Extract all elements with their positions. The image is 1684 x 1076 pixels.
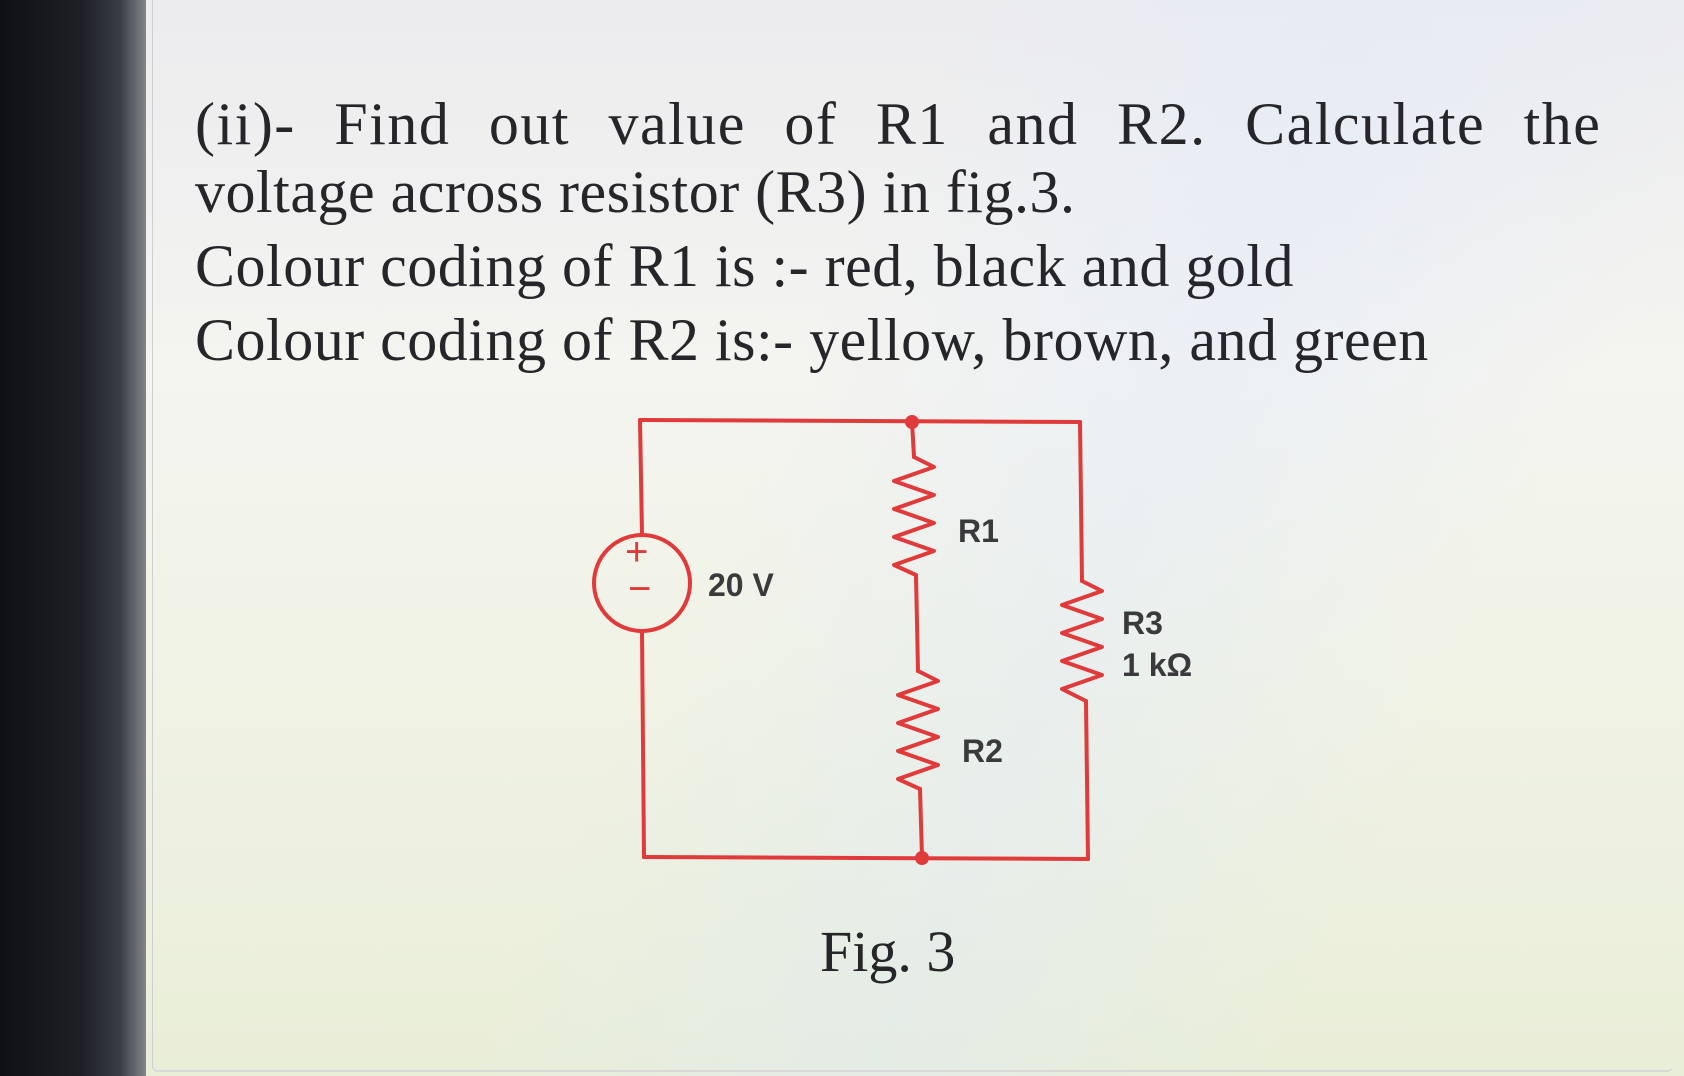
circuit-figure: + − 20 V R1 R2 R3 1 kΩ	[560, 395, 1260, 995]
r3-zigzag	[1060, 579, 1104, 703]
r2-label: R2	[962, 733, 1003, 769]
monitor-bezel	[0, 0, 150, 1076]
r1-zigzag	[892, 455, 936, 577]
source-voltage-label: 20 V	[708, 567, 774, 603]
document-card	[152, 0, 1673, 1072]
junction-top	[905, 415, 919, 429]
screen	[146, 0, 1684, 1076]
source-minus-sign: −	[628, 567, 652, 611]
junction-bottom	[915, 851, 929, 865]
r3-value: 1 kΩ	[1122, 647, 1193, 683]
r2-colour-coding: Colour coding of R2 is:- yellow, brown, …	[195, 307, 1429, 373]
question-text: (ii)- Find out value of R1 and R2. Calcu…	[195, 88, 1602, 376]
wire-top	[638, 418, 1082, 424]
wire-left-lower	[640, 629, 646, 859]
wire-middle-mid	[914, 573, 920, 673]
junction-dots	[905, 415, 929, 865]
r1-label: R1	[958, 513, 999, 549]
wire-right-upper	[1078, 420, 1084, 583]
r2-zigzag	[896, 669, 940, 791]
source-plus-sign: +	[625, 530, 649, 574]
figure-caption: Fig. 3	[820, 919, 956, 984]
question-line-1: (ii)- Find out value of R1 and R2. Calcu…	[195, 91, 1602, 157]
wire-right-lower	[1084, 699, 1090, 861]
wire-middle-bottom	[918, 787, 924, 859]
r1-colour-coding: Colour coding of R1 is :- red, black and…	[195, 233, 1294, 299]
wire-bottom	[642, 855, 1090, 861]
circuit-diagram	[592, 415, 1104, 865]
wire-left-upper	[638, 418, 644, 537]
voltage-source	[592, 533, 692, 633]
question-line-2: voltage across resistor (R3) in fig.3.	[195, 159, 1076, 225]
r3-label: R3	[1122, 605, 1163, 641]
